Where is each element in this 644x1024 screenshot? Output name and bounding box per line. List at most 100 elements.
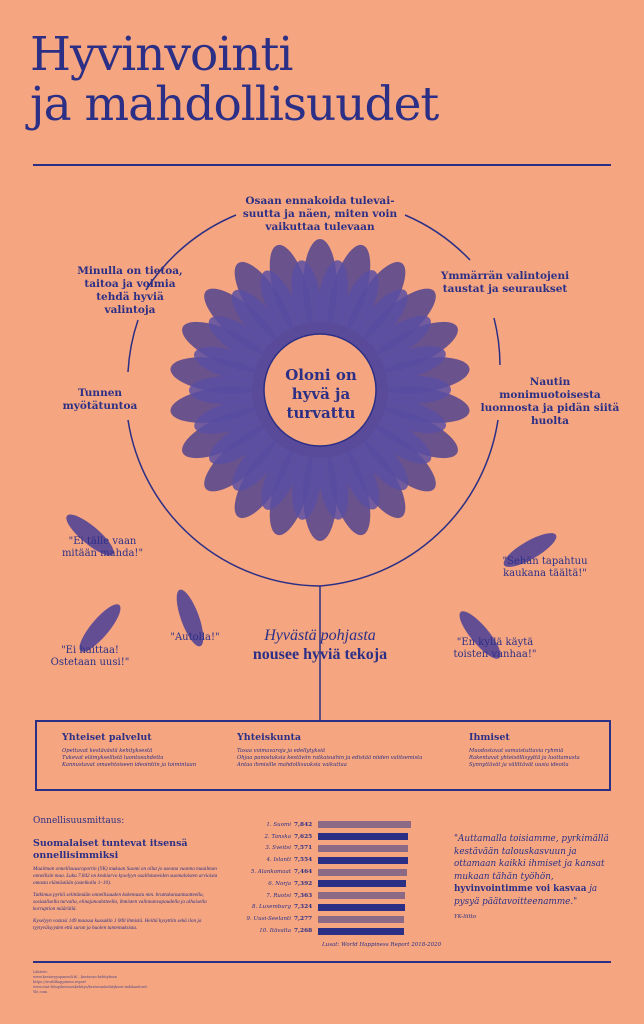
falling-petal bbox=[503, 533, 557, 567]
kicker: Onnellisuusmittaus: bbox=[33, 816, 125, 826]
bar-label: 3. Sveitsi bbox=[265, 845, 291, 852]
bar bbox=[318, 821, 411, 829]
bar-label: 5. Alankomaat bbox=[250, 869, 291, 876]
circle-label: Tunnen myötätuntoa bbox=[62, 387, 138, 412]
divider bbox=[33, 164, 611, 166]
petal bbox=[366, 416, 432, 464]
bar-label: 2. Tanska bbox=[264, 833, 292, 840]
bar-label: 6. Norja bbox=[268, 880, 291, 887]
petal bbox=[189, 376, 265, 405]
petal bbox=[193, 346, 267, 381]
bar-value: 7,392 bbox=[294, 880, 313, 887]
sources: Lähteet:www.kestavyyspaneeli.fi/...kesta… bbox=[33, 970, 147, 994]
chart-source: Lusat: World Happiness Report 2018-2020 bbox=[322, 942, 442, 948]
bar-value: 7,324 bbox=[294, 904, 313, 911]
quote: "Auttamalla toisiamme, pyrkimällä kestäv… bbox=[454, 833, 610, 920]
circle-arc bbox=[127, 419, 499, 587]
circle-label: Osaan ennakoida tulevai-suutta ja näen, … bbox=[242, 195, 398, 233]
falling-petal bbox=[79, 604, 121, 652]
quote-bubble: "Ei haittaa! Ostetaan uusi!" bbox=[50, 645, 130, 668]
body-text: Maailman onnellisuusraportin (YK) mukaan… bbox=[33, 866, 218, 931]
quote-author: YK-liitto bbox=[454, 914, 477, 920]
bar bbox=[318, 844, 408, 852]
petal bbox=[354, 289, 408, 349]
quote-bubble: "Ei tälle vaan mitään mahda!" bbox=[61, 536, 144, 559]
divider bbox=[33, 961, 611, 963]
petal bbox=[318, 445, 349, 520]
bar-value: 7,571 bbox=[294, 845, 313, 852]
petal bbox=[261, 440, 302, 510]
bar-value: 7,363 bbox=[294, 892, 313, 899]
bar bbox=[318, 833, 409, 841]
petal bbox=[231, 289, 286, 350]
bar bbox=[318, 868, 407, 876]
bar bbox=[318, 903, 405, 911]
bar bbox=[318, 927, 405, 935]
petal bbox=[354, 430, 409, 491]
bar bbox=[318, 856, 408, 864]
center-circle bbox=[263, 333, 377, 447]
circle-arc bbox=[127, 319, 139, 373]
petal bbox=[194, 399, 267, 434]
circle-arc bbox=[145, 214, 237, 291]
petal bbox=[209, 417, 274, 465]
petal bbox=[291, 260, 322, 335]
falling-petal bbox=[176, 589, 204, 647]
center-text: Oloni on hyvä ja turvattu bbox=[285, 366, 357, 422]
petal bbox=[338, 440, 380, 510]
petal bbox=[232, 431, 286, 491]
circle-label: Minulla on tietoa, taitoa ja voimia tehd… bbox=[77, 265, 183, 316]
tagline: Hyvästä pohjasta bbox=[264, 627, 376, 644]
bar-value: 7,268 bbox=[294, 928, 313, 935]
bar-label: 1. Suomi bbox=[266, 821, 291, 828]
petal bbox=[338, 270, 379, 340]
quote-text: "Auttamalla toisiamme, pyrkimällä kestäv… bbox=[454, 834, 609, 907]
quote-bubble: "En kyllä käytä toisten vanhaa!" bbox=[453, 637, 537, 660]
bar bbox=[318, 892, 406, 900]
circle-label: Nautin monimuotoisesta luonnosta ja pidä… bbox=[480, 376, 620, 427]
petal bbox=[260, 270, 302, 340]
bar-label: 10. Itävalta bbox=[259, 928, 291, 935]
bar-label: 4. Islanti bbox=[266, 857, 291, 864]
circle-label: Ymmärrän valintojeni taustat ja seurauks… bbox=[440, 270, 570, 295]
falling-petal bbox=[459, 611, 501, 659]
bar bbox=[318, 915, 405, 923]
quote-bubble: "Sehän tapahtuu kaukana täältä!" bbox=[502, 556, 588, 579]
bar-value: 7,554 bbox=[294, 857, 313, 864]
bar-label: 9. Uusi-Seelanti bbox=[246, 916, 291, 923]
bar bbox=[318, 880, 406, 888]
tagline-bold: nousee hyviä tekoja bbox=[252, 646, 388, 663]
quote-bubble: "Autolla!" bbox=[170, 632, 220, 643]
sunflower-diagram bbox=[66, 214, 557, 720]
petal bbox=[366, 315, 431, 363]
section-heading: Suomalaiset tuntevat itsensä onnellisimm… bbox=[33, 838, 188, 861]
petal bbox=[208, 316, 274, 364]
bar-value: 7,625 bbox=[294, 833, 313, 840]
bar-label: 8. Luxemburg bbox=[252, 904, 291, 911]
circle-arc bbox=[404, 214, 471, 261]
petal bbox=[375, 375, 451, 404]
petal bbox=[373, 399, 447, 434]
falling-petal bbox=[66, 514, 114, 556]
bar-value: 7,464 bbox=[294, 869, 313, 876]
petal bbox=[373, 346, 446, 381]
bar-label: 7. Ruotsi bbox=[266, 892, 291, 899]
bar-value: 7,277 bbox=[294, 916, 313, 923]
bar-value: 7,842 bbox=[294, 821, 313, 828]
